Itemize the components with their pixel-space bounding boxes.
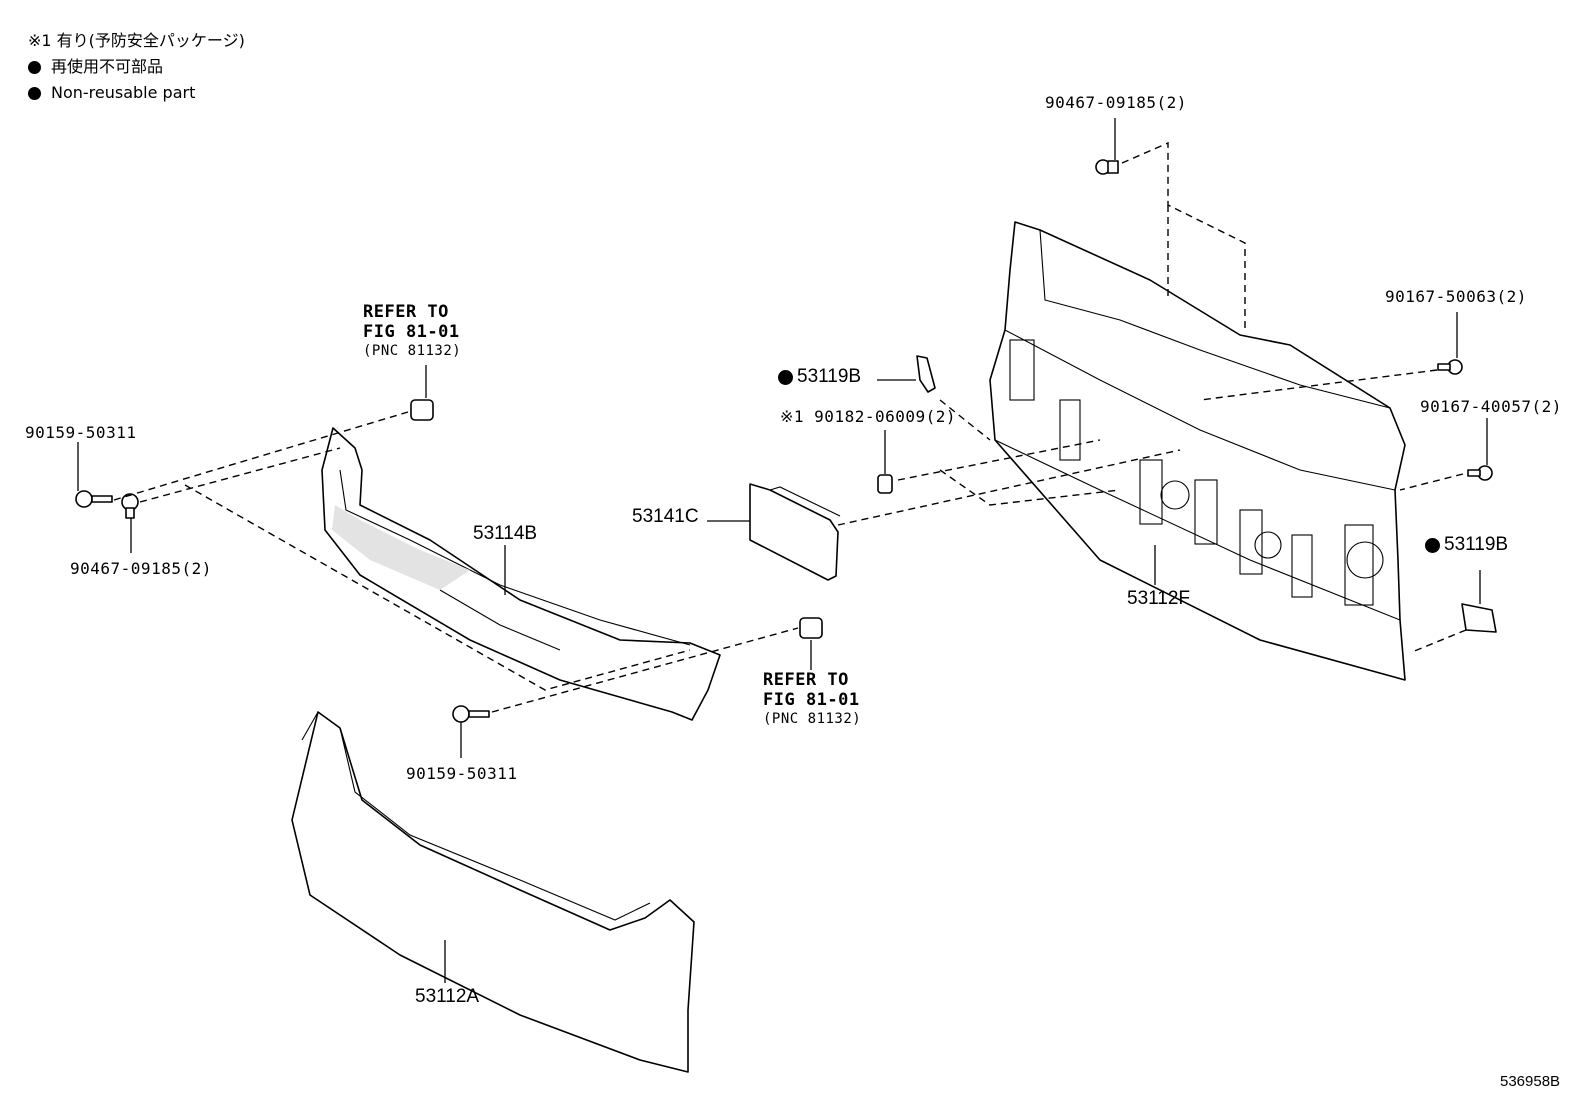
label-53141c: 53141C (632, 506, 699, 527)
part-53119b-right-shape (1461, 603, 1497, 633)
label-53119b-top: 53119B (797, 366, 862, 387)
figure-id: 536958B (1500, 1073, 1561, 1090)
label-90159-bottom: 90159-50311 (406, 764, 518, 783)
bullet-dot-icon (28, 60, 41, 74)
label-53112f: 53112F (1127, 588, 1191, 609)
label-53112a: 53112A (415, 986, 480, 1007)
label-53119b-right-wrap: 53119B (1425, 534, 1509, 555)
label-53114b: 53114B (473, 523, 538, 544)
legend-item-2: Non-reusable part (51, 83, 196, 102)
bullet-dot-icon (778, 369, 793, 385)
refer-bottom-line3: (PNC 81132) (763, 711, 862, 727)
part-53141c-shape (749, 483, 841, 581)
part-53112f-shape (989, 221, 1406, 681)
refer-top-line2: FIG 81-01 (363, 322, 460, 342)
refer-bottom-line1: REFER TO (763, 670, 849, 690)
refer-bottom-line2: FIG 81-01 (763, 690, 860, 710)
legend-note: ※1 有り(予防安全パッケージ) (28, 31, 245, 50)
leader-lines (77, 118, 1488, 983)
bullet-dot-icon (1425, 537, 1440, 553)
part-53119b-top-shape (916, 355, 936, 393)
refer-bottom: REFER TO FIG 81-01 (PNC 81132) (763, 670, 861, 728)
legend-item-1: 再使用不可部品 (51, 57, 164, 76)
legend-row-2: Non-reusable part (28, 80, 245, 106)
label-90159-left: 90159-50311 (25, 423, 137, 442)
part-53112a-shape (291, 711, 695, 1073)
refer-top-line1: REFER TO (363, 302, 449, 322)
label-53119b-right: 53119B (1444, 534, 1509, 555)
label-90167-40057: 90167-40057(2) (1420, 397, 1562, 416)
legend-row-1: 再使用不可部品 (28, 54, 245, 80)
fasteners (75, 159, 1493, 723)
dashed-guides (113, 141, 1467, 713)
label-90167-50063: 90167-50063(2) (1385, 287, 1527, 306)
label-90467-top: 90467-09185(2) (1045, 93, 1187, 112)
part-53114b-shape (321, 427, 721, 721)
legend: ※1 有り(予防安全パッケージ) 再使用不可部品 Non-reusable pa… (28, 28, 245, 106)
label-90467-left: 90467-09185(2) (70, 559, 212, 578)
refer-top: REFER TO FIG 81-01 (PNC 81132) (363, 302, 461, 360)
label-53119b-top-wrap: 53119B (778, 366, 862, 387)
bullet-dot-icon (28, 86, 41, 100)
label-90182: ※1 90182-06009(2) (780, 407, 957, 426)
refer-top-line3: (PNC 81132) (363, 343, 462, 359)
